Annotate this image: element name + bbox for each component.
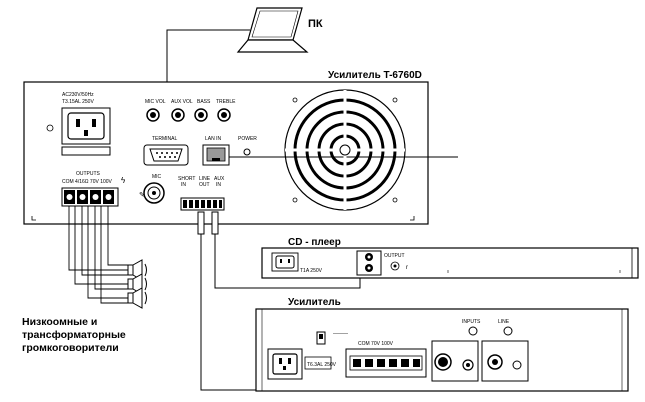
amp2-title: Усилитель xyxy=(288,297,341,308)
cd-selector-switch[interactable] xyxy=(390,261,400,271)
line-out-label-2: OUT xyxy=(199,182,210,188)
cd-power-info: T1A 250V xyxy=(300,268,323,274)
amp2-jack-input[interactable] xyxy=(462,359,474,371)
amp-power-rating-2: T3.15AL 250V xyxy=(62,99,94,105)
bass-knob[interactable] xyxy=(194,108,208,122)
amp2-switch-mark: ——— xyxy=(333,331,348,337)
outputs-terminals-label: COM 4/16Ω 70V 100V xyxy=(62,179,113,185)
amp2-xlr-input-2[interactable] xyxy=(487,354,503,370)
speaker-output-terminal-block[interactable] xyxy=(61,187,119,207)
speaker-wires xyxy=(68,206,128,304)
aux-in-label-1: AUX xyxy=(214,176,225,182)
power-indicator xyxy=(243,148,251,156)
lan-in-label: LAN IN xyxy=(205,136,222,142)
terminal-db9-port[interactable] xyxy=(143,144,189,166)
amp2-power-switch[interactable] xyxy=(316,331,326,345)
terminal-label: TERMINAL xyxy=(152,136,178,142)
cd-output-label: OUTPUT xyxy=(384,253,405,259)
amp2-inputs-label: INPUTS xyxy=(462,319,481,325)
aux-in-label-2: IN xyxy=(216,182,221,188)
cd-player-title: CD - плеер xyxy=(288,237,341,248)
knob-aux-vol-label: AUX VOL xyxy=(171,99,193,105)
mic-label: MIC xyxy=(152,174,162,180)
amp2-power-socket xyxy=(267,348,303,380)
mic-vol-knob[interactable] xyxy=(146,108,160,122)
line-out-label-1: LINE xyxy=(199,176,211,182)
mic-icon: ✎ xyxy=(139,192,145,199)
speakers-caption-line-3: громкоговорители xyxy=(22,342,119,354)
amp-main-title: Усилитель T-6760D xyxy=(328,70,422,81)
short-in-label-1: SHORT xyxy=(178,176,195,182)
power-label: POWER xyxy=(238,136,257,142)
knob-mic-vol-label: MIC VOL xyxy=(145,99,166,105)
amp-power-socket xyxy=(46,107,111,156)
cd-caution-icon: r xyxy=(406,265,408,271)
amp-power-rating-1: AC230V/50Hz xyxy=(62,92,94,98)
treble-knob[interactable] xyxy=(217,108,231,122)
speakers-caption-line-2: трансформаторные xyxy=(22,329,126,341)
pc-laptop-icon xyxy=(236,7,309,53)
cd-power-socket xyxy=(271,252,299,272)
cd-player-panel xyxy=(261,247,639,279)
lan-in-port[interactable] xyxy=(202,144,230,166)
fan-grille-icon xyxy=(284,89,406,211)
speaker-icon-3 xyxy=(127,287,147,309)
cd-rca-outputs[interactable] xyxy=(356,250,382,276)
amp2-line-jack[interactable] xyxy=(512,360,522,370)
knob-treble-label: TREBLE xyxy=(216,99,236,105)
pc-label: ПК xyxy=(308,18,323,30)
amp2-output-terminal-block[interactable] xyxy=(345,348,427,378)
amp2-line-label: LINE xyxy=(498,319,510,325)
caution-icon: ϟ xyxy=(121,176,126,185)
mic-jack[interactable] xyxy=(143,182,165,204)
knob-bass-label: BASS xyxy=(197,99,211,105)
short-in-label-2: IN xyxy=(181,182,186,188)
outputs-label: OUTPUTS xyxy=(76,171,101,177)
speakers-caption-line-1: Низкоомные и xyxy=(22,316,97,328)
short-line-aux-terminal-block[interactable] xyxy=(180,197,225,211)
amp2-output-label: COM 70V 100V xyxy=(358,341,394,347)
amp2-xlr-input-1[interactable] xyxy=(434,353,452,371)
amp2-rating: T6.3AL 250V xyxy=(307,362,337,368)
aux-vol-knob[interactable] xyxy=(171,108,185,122)
